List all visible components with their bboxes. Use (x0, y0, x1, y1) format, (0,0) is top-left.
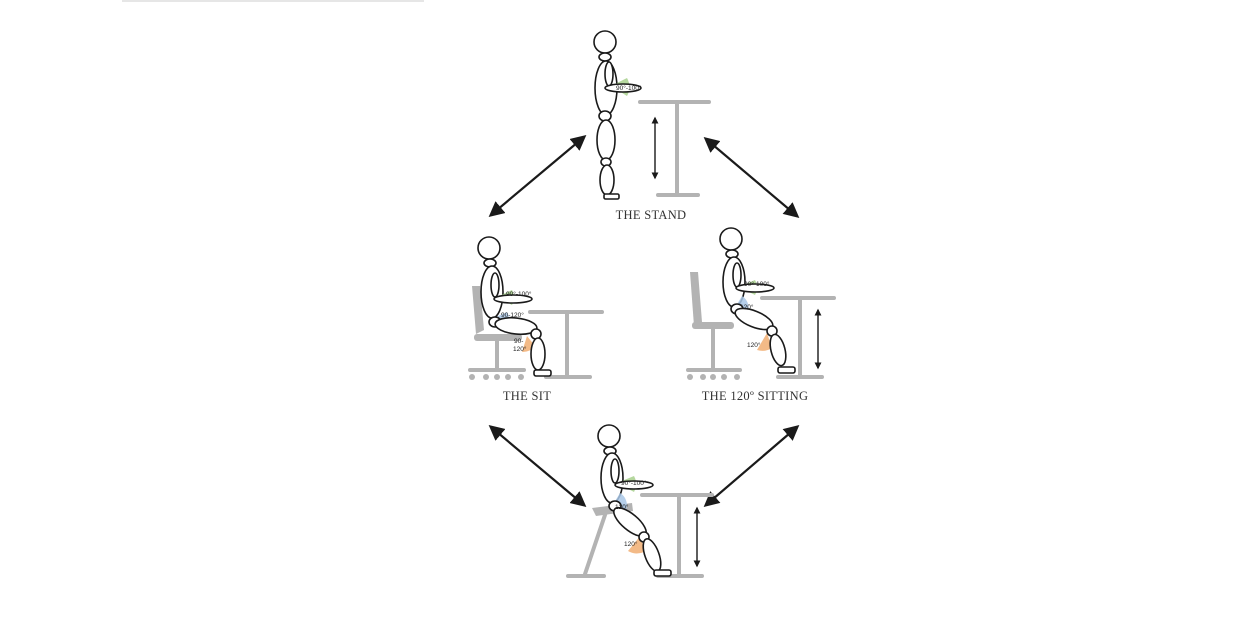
perch-foot (653, 569, 672, 577)
sitting120-elbow-angle-label: 90°-100° (744, 280, 770, 288)
perch-hip-angle-wedge (614, 493, 627, 510)
sitting120-foot (777, 366, 796, 374)
arrow-stand-sit (488, 135, 587, 217)
sit-chair-wheel (494, 374, 500, 380)
sitting120-figure: 90°-100° 120° 120° (686, 227, 836, 380)
sitting120-head (719, 227, 743, 251)
sit-knee-angle-label-bottom: 120° (513, 345, 527, 353)
sitting120-chair-seat (692, 322, 734, 329)
stand-figure: 90°-100° (593, 30, 711, 200)
perch-knee-angle-label: 120° (624, 540, 638, 548)
perch-forearm (614, 480, 654, 490)
stand-title: THE STAND (616, 208, 687, 222)
stand-thigh (596, 119, 616, 161)
stand-shin (599, 164, 615, 196)
stand-forearm (604, 83, 642, 93)
sit-head (477, 236, 501, 260)
sit-upper-arm (490, 272, 500, 298)
perch-upper-arm (610, 458, 620, 484)
perch-stool-leg (583, 510, 608, 576)
arrow-120-sitting-perch (703, 424, 800, 508)
sit-title: THE SIT (503, 389, 551, 403)
sitting120-forearm (735, 283, 775, 293)
stand-upper-arm (604, 61, 614, 87)
arrow-sit-perch (488, 425, 587, 507)
sitting120-shin (769, 333, 787, 367)
sitting120-title: THE 120º SITTING (702, 389, 809, 403)
sit-thigh (494, 316, 538, 336)
sit-knee-angle-label-top: 90- (514, 338, 523, 345)
stand-head (593, 30, 617, 54)
sitting120-chair-wheel (710, 374, 716, 380)
top-divider (122, 0, 424, 2)
sit-chair-wheel (518, 374, 524, 380)
perch-elbow-angle-label: 90°-100° (621, 479, 647, 487)
sitting120-upper-arm (732, 262, 742, 288)
sitting120-hip-angle-label: 120° (740, 303, 754, 311)
sit-hip-angle-label: 90-120° (501, 311, 524, 319)
arrow-stand-120-sitting (703, 137, 800, 218)
sit-chair-wheel (483, 374, 489, 380)
sitting120-knee-angle-wedge (757, 333, 772, 351)
perch-shin (642, 538, 662, 572)
sitting120-chair-wheel (734, 374, 740, 380)
sit-chair-wheel (505, 374, 511, 380)
sit-chair-wheel (469, 374, 475, 380)
sit-shin (530, 337, 546, 371)
perch-figure: 90°-100° 120° 120° (566, 424, 714, 578)
sitting120-chair-wheel (721, 374, 727, 380)
sitting120-chair-back (690, 272, 702, 326)
sitting120-chair-wheel (687, 374, 693, 380)
stand-neck (598, 52, 612, 62)
sitting120-chair-wheel (700, 374, 706, 380)
stand-elbow-angle-label: 90°-100° (616, 84, 642, 92)
sit-elbow-angle-label: 90°-100° (506, 290, 532, 298)
perch-hip-angle-label: 120° (615, 503, 629, 511)
sit-figure: 90°-100° 90-120° 90- 120° (468, 236, 604, 380)
sit-forearm (493, 294, 533, 304)
perch-head (597, 424, 621, 448)
sit-chair-seat (474, 334, 522, 341)
sit-foot (533, 369, 552, 377)
sitting120-knee-angle-label: 120° (747, 341, 761, 349)
stand-foot (603, 193, 620, 200)
